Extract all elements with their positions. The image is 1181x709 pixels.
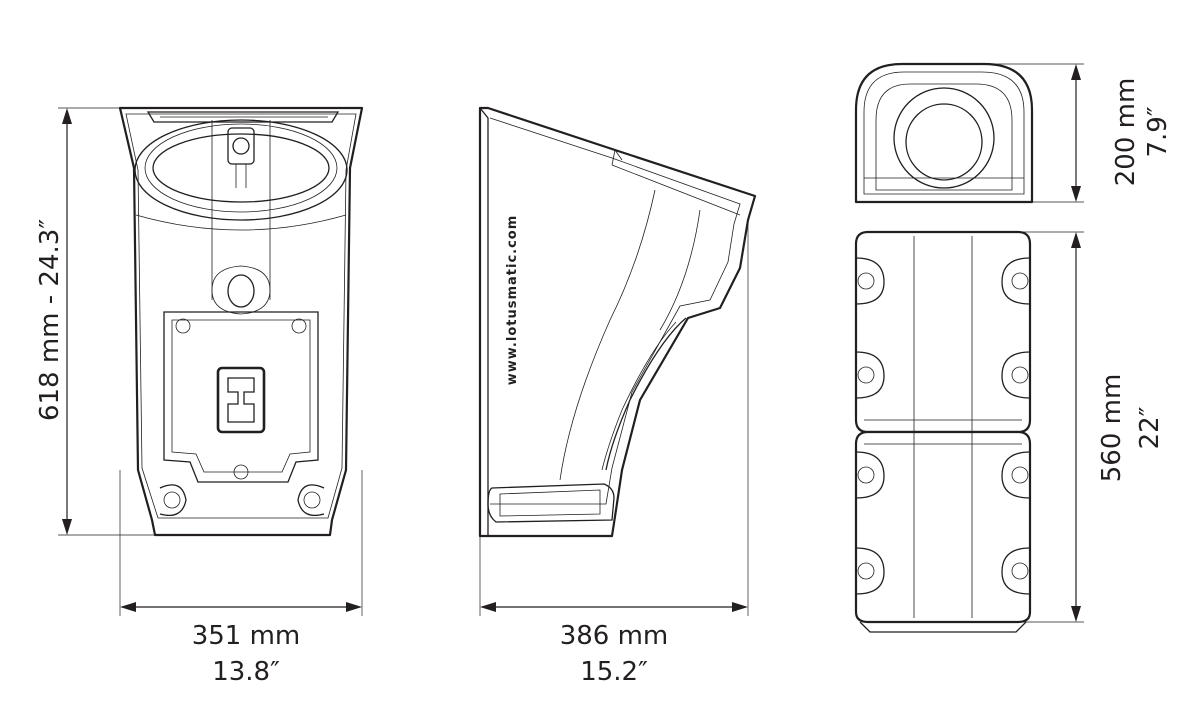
back-height-in-label: 22″ (1135, 406, 1165, 449)
back-notches (855, 257, 1031, 595)
back-height-mm-label: 560 mm (1097, 374, 1127, 483)
back-view (854, 230, 1032, 633)
front-height-label: 618 mm - 24.3″ (35, 219, 65, 421)
front-height-dimension: 618 mm - 24.3″ (35, 107, 155, 536)
front-width-mm-label: 351 mm (192, 621, 301, 651)
top-view (854, 62, 1034, 204)
side-depth-mm-label: 386 mm (560, 621, 669, 651)
side-view: www.lotusmatic.com (478, 106, 757, 538)
top-depth-dimension: 200 mm 7.9″ (984, 63, 1173, 203)
side-depth-in-label: 15.2″ (580, 657, 648, 687)
front-view (118, 106, 364, 537)
back-height-dimension: 560 mm 22″ (1018, 231, 1165, 623)
top-depth-mm-label: 200 mm (1111, 78, 1141, 187)
top-depth-in-label: 7.9″ (1143, 106, 1173, 157)
front-width-dimension: 351 mm 13.8″ (119, 470, 363, 687)
front-width-in-label: 13.8″ (212, 657, 280, 687)
side-website-text: www.lotusmatic.com (505, 215, 520, 386)
side-depth-dimension: 386 mm 15.2″ (479, 220, 749, 687)
